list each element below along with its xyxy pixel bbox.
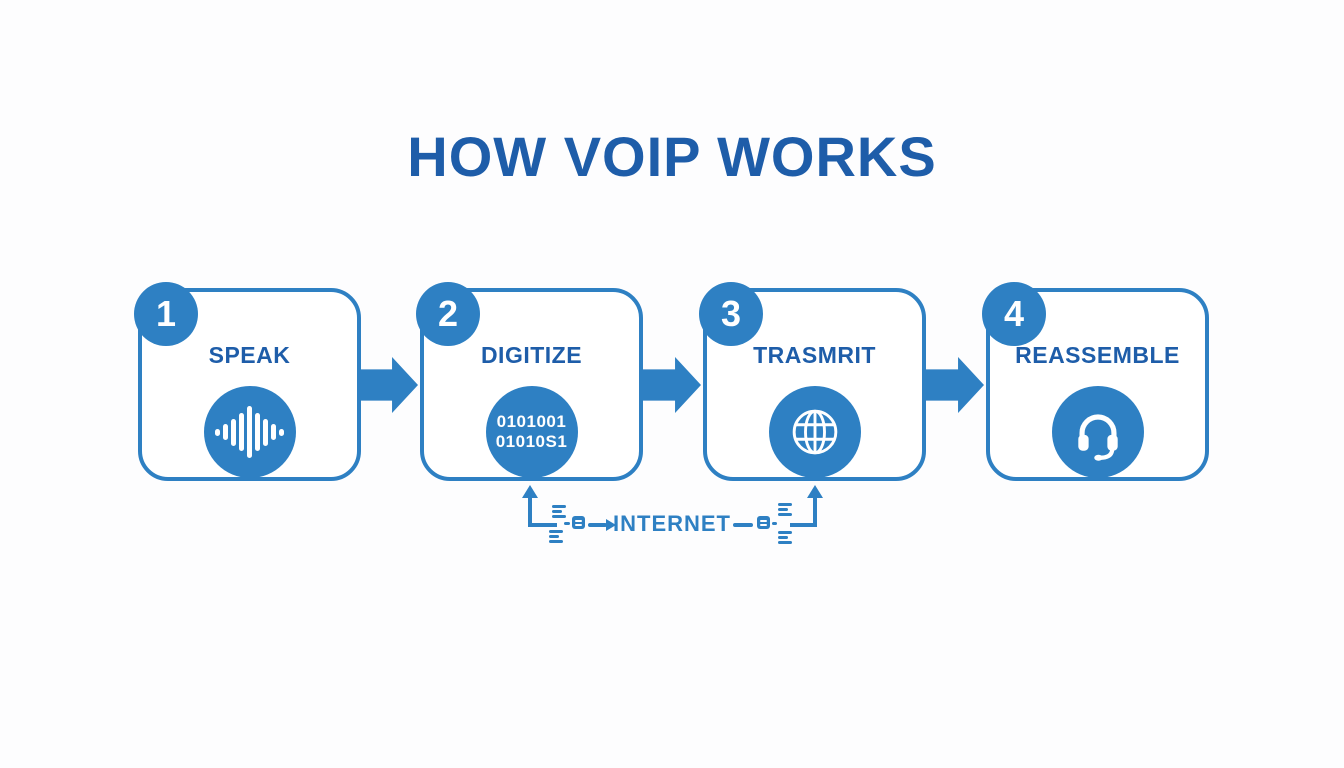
step-card-digitize: 2 DIGITIZE 0101001 01010S1 bbox=[416, 282, 643, 481]
packet-icon bbox=[572, 516, 585, 529]
connector-dash bbox=[772, 522, 777, 525]
connector-line bbox=[813, 496, 817, 527]
step-card-speak: 1 SPEAK bbox=[134, 282, 361, 481]
step-label: DIGITIZE bbox=[480, 342, 583, 368]
step-number-badge: 1 bbox=[134, 282, 198, 346]
step-number-badge: 4 bbox=[982, 282, 1046, 346]
packet-icon bbox=[778, 531, 792, 544]
packet-icon bbox=[552, 505, 566, 518]
packet-icon bbox=[778, 503, 792, 516]
step-number-badge: 2 bbox=[416, 282, 480, 346]
headset-icon bbox=[1051, 386, 1144, 478]
connector-line bbox=[528, 523, 557, 527]
flow-arrow-icon bbox=[359, 357, 418, 413]
right-arrow-head-icon bbox=[606, 519, 616, 531]
flow-arrow-icon bbox=[642, 357, 701, 413]
step-label: TRASMRIT bbox=[753, 342, 876, 368]
connector-line bbox=[528, 496, 532, 527]
step-card-reassemble: 4 REASSEMBLE bbox=[982, 282, 1209, 481]
up-arrow-icon bbox=[522, 485, 538, 498]
sound-wave-bars bbox=[215, 406, 284, 458]
binary-digits: 0101001 01010S1 bbox=[496, 412, 568, 451]
headset-glyph bbox=[1077, 414, 1118, 461]
sound-wave-icon bbox=[203, 386, 296, 478]
globe-icon bbox=[768, 386, 861, 478]
packet-icon bbox=[757, 516, 770, 529]
page-title: HOW VOIP WORKS bbox=[407, 125, 937, 188]
flow-arrow-icon bbox=[925, 357, 984, 413]
right-arrow-icon bbox=[588, 523, 607, 527]
step-label: REASSEMBLE bbox=[1015, 342, 1180, 368]
binary-icon: 0101001 01010S1 bbox=[485, 386, 578, 478]
binary-line-1: 0101001 bbox=[496, 412, 567, 432]
connector-dash bbox=[564, 522, 570, 525]
up-arrow-icon bbox=[807, 485, 823, 498]
binary-line-2: 01010S1 bbox=[495, 432, 568, 451]
step-number-badge: 3 bbox=[699, 282, 763, 346]
step-card-transmit: 3 TRASMRIT bbox=[699, 282, 926, 481]
internet-label: INTERNET bbox=[613, 511, 731, 536]
globe-glyph bbox=[792, 409, 837, 455]
step-label: SPEAK bbox=[208, 342, 291, 368]
connector-dash bbox=[733, 523, 753, 527]
packet-icon bbox=[549, 530, 563, 543]
connector-line bbox=[790, 523, 817, 527]
